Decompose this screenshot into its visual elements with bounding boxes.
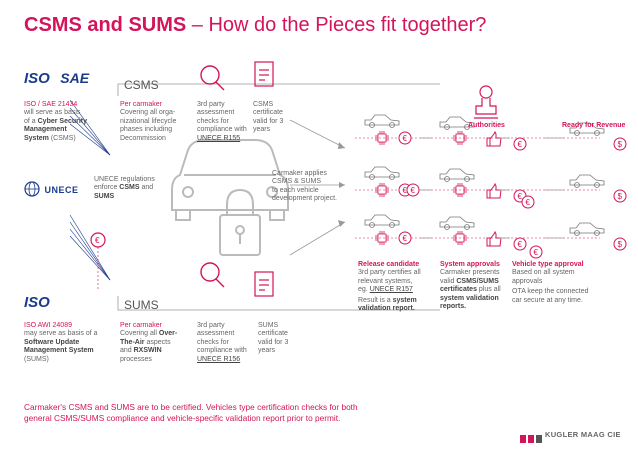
iso-24089-text: ISO AWI 24089 may serve as basis of a So… [24, 322, 98, 363]
chip-icon [453, 231, 467, 245]
euro-coin-icon: € [398, 131, 412, 145]
magnifier-icon [200, 65, 225, 91]
euro-coin-icon: € [513, 237, 527, 251]
euro-coin-icon: € [529, 245, 543, 259]
iso-sae-logo: ISO SAE [24, 70, 90, 87]
csms-carmaker-text: Per carmaker Covering all orga- nization… [120, 101, 177, 142]
euro-coin-icon: € [521, 195, 535, 209]
svg-text:$: $ [618, 192, 623, 201]
thumbs-up-icon [486, 130, 502, 147]
svg-text:€: € [95, 236, 100, 245]
applies-text: Carmaker applies CSMS & SUMS to each veh… [272, 170, 337, 203]
dollar-coin-icon: $ [613, 137, 627, 151]
euro-coin-icon: € [90, 232, 106, 248]
certificate-icon [254, 271, 274, 297]
brand-logo [520, 430, 542, 448]
euro-coin-icon: € [398, 231, 412, 245]
thumbs-up-icon [486, 182, 502, 199]
stamp-icon [474, 85, 498, 119]
car-icon [569, 222, 605, 236]
svg-text:€: € [403, 186, 408, 195]
csms-party-text: 3rd party assessment checks for complian… [197, 101, 247, 142]
euro-coin-icon: € [513, 137, 527, 151]
car-icon [364, 114, 400, 128]
chip-icon [375, 131, 389, 145]
dollar-coin-icon: $ [613, 189, 627, 203]
svg-text:€: € [403, 234, 408, 243]
brand-squares-icon [520, 435, 542, 443]
chip-icon [375, 231, 389, 245]
car-icon [364, 166, 400, 180]
unece-logo: UNECE [24, 180, 78, 198]
svg-text:$: $ [618, 240, 623, 249]
svg-text:€: € [518, 192, 523, 201]
car-icon [439, 116, 475, 130]
car-icon [439, 168, 475, 182]
csms-bracket [117, 83, 440, 96]
magnifier-icon [200, 262, 225, 288]
car-front-icon [171, 139, 289, 221]
car-icon [439, 216, 475, 230]
csms-cert-text: CSMS certificate valid for 3 years [253, 101, 284, 134]
car-icon [569, 174, 605, 188]
vehicle-type-approval-text: Vehicle type approval Based on all syste… [512, 261, 589, 304]
svg-text:€: € [403, 134, 408, 143]
certificate-icon [254, 61, 274, 87]
chip-icon [375, 183, 389, 197]
un-globe-icon [24, 181, 40, 197]
sums-cert-text: SUMS certificate valid for 3 years [258, 322, 289, 355]
sums-carmaker-text: Per carmaker Covering all Over- The-Air … [120, 322, 178, 363]
thumbs-up-icon [486, 230, 502, 247]
arrows-to-center [289, 119, 346, 256]
csms-box-label: CSMS [124, 78, 159, 92]
svg-text:€: € [526, 198, 531, 207]
pipeline-rows: €€$€€$€€$€€€ [355, 114, 627, 259]
svg-text:€: € [518, 240, 523, 249]
sums-bracket [117, 296, 440, 311]
footer-text: Carmaker's CSMS and SUMS are to be certi… [24, 402, 358, 423]
euro-coin-icon: € [406, 183, 420, 197]
car-icon [569, 122, 605, 136]
system-approvals-text: System approvals Carmaker presents valid… [440, 261, 501, 311]
svg-text:€: € [411, 186, 416, 195]
sums-party-text: 3rd party assessment checks for complian… [197, 322, 247, 363]
unece-text: UNECE regulations enforce CSMS and SUMS [94, 176, 155, 200]
svg-text:€: € [534, 248, 539, 257]
chip-icon [453, 183, 467, 197]
authorities-label: Authorities [468, 122, 505, 129]
padlock-icon [219, 188, 261, 256]
sums-box-label: SUMS [124, 298, 159, 312]
car-icon [364, 214, 400, 228]
connector-lines [69, 99, 111, 281]
iso-21434-text: ISO / SAE 21434 will serve as basis of a… [24, 101, 88, 142]
svg-text:$: $ [618, 140, 623, 149]
chip-icon [453, 131, 467, 145]
brand-name: KUGLER MAAG CIE [545, 430, 621, 439]
svg-text:€: € [518, 140, 523, 149]
release-candidate-text: Release candidate 3rd party certifies al… [358, 261, 421, 313]
ready-for-revenue-label: Ready for Revenue [562, 122, 626, 129]
dollar-coin-icon: $ [613, 237, 627, 251]
iso-logo: ISO [24, 294, 50, 311]
page-title: CSMS and SUMS – How do the Pieces fit to… [24, 14, 487, 36]
